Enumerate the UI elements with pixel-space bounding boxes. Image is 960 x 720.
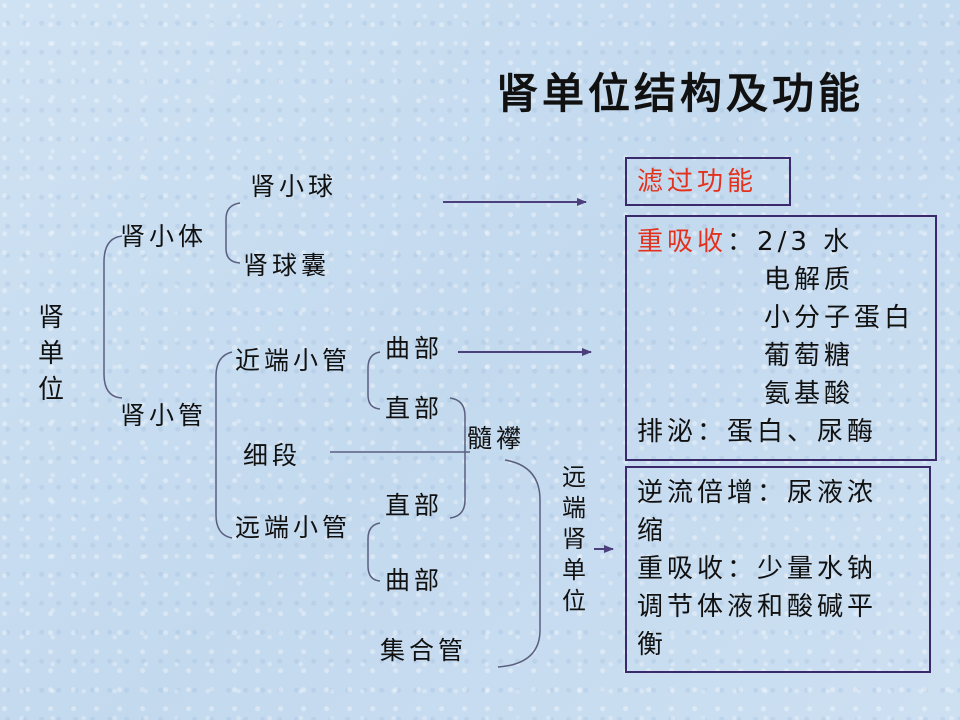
reabsorption-label: 重吸收 <box>637 227 728 257</box>
reabsorption-item: 氨基酸 <box>764 379 855 409</box>
distal-reabsorption-line: 重吸收：少量水钠 <box>637 554 878 584</box>
renal-corpuscle-label: 肾小体 <box>120 222 208 251</box>
proximal-tubule-label: 近端小管 <box>235 346 352 375</box>
secretion-line: 排泌：蛋白、尿酶 <box>637 417 878 447</box>
bracket-nephron <box>103 235 123 399</box>
reabsorption-item: 小分子蛋白 <box>764 303 915 333</box>
bracket-distal-tubule <box>367 522 381 582</box>
capsule-label: 肾球囊 <box>243 251 331 280</box>
reabsorption-item: 电解质 <box>764 265 855 295</box>
bracket-loop <box>449 397 466 519</box>
distal-convoluted-label: 曲部 <box>385 566 444 595</box>
collecting-duct-label: 集合管 <box>380 636 468 665</box>
slide-title: 肾单位结构及功能 <box>496 69 865 118</box>
reabsorption-item: 葡萄糖 <box>764 341 855 371</box>
thin-segment-label: 细段 <box>243 441 302 470</box>
distal-tubule-label: 远端小管 <box>235 513 352 542</box>
distal-nephron-label: 远端肾单位 <box>562 463 586 615</box>
bracket-renal-corpuscle <box>225 202 241 264</box>
reabsorption-item: 2/3 水 <box>757 227 854 257</box>
bracket-distal-nephron <box>497 459 541 668</box>
reabsorption-line: 重吸收：2/3 水 <box>637 223 925 261</box>
filtration-text: 滤过功能 <box>637 167 758 197</box>
proximal-straight-label: 直部 <box>385 394 444 423</box>
loop-label: 髓襻 <box>467 424 526 453</box>
filtration-box: 滤过功能 <box>625 157 791 206</box>
reabsorption-box: 重吸收：2/3 水 电解质 小分子蛋白 葡萄糖 氨基酸 排泌：蛋白、尿酶 <box>625 215 937 461</box>
countercurrent-line: 逆流倍增：尿液浓缩 <box>637 478 878 546</box>
glomerulus-label: 肾小球 <box>250 172 338 201</box>
reabsorption-separator: ： <box>727 227 758 257</box>
nephron-label: 肾单位 <box>38 303 65 405</box>
proximal-convoluted-label: 曲部 <box>385 334 444 363</box>
bracket-renal-tubule <box>215 351 233 539</box>
fluid-balance-line: 调节体液和酸碱平衡 <box>637 592 878 660</box>
distal-straight-label: 直部 <box>385 491 444 520</box>
bracket-proximal-tubule <box>367 351 381 410</box>
distal-function-box: 逆流倍增：尿液浓缩 重吸收：少量水钠 调节体液和酸碱平衡 <box>625 466 931 673</box>
renal-tubule-label: 肾小管 <box>120 401 208 430</box>
